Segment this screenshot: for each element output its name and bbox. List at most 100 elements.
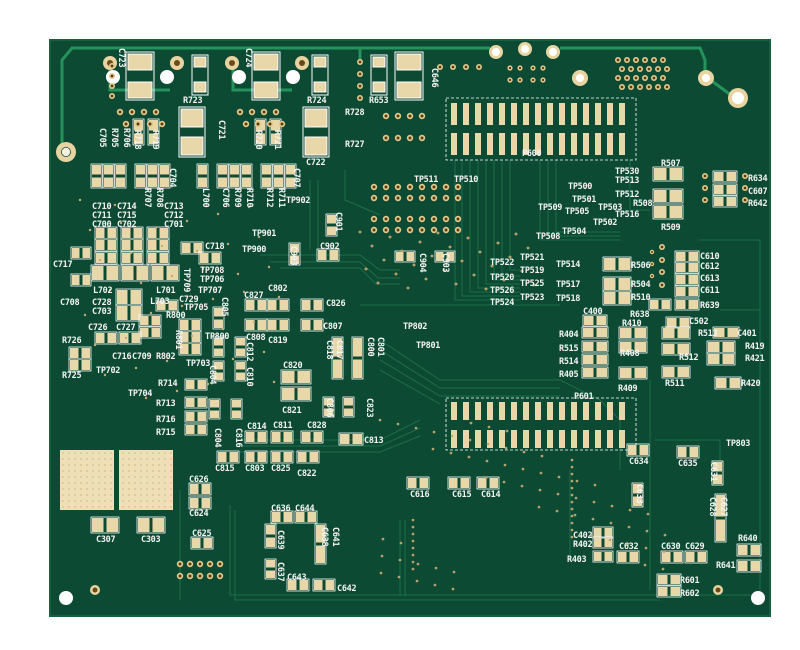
silkscreen-label: C811 (273, 421, 293, 431)
silkscreen-label: C705 (97, 128, 107, 148)
silkscreen-label: C826 (326, 299, 346, 309)
silkscreen-label: C713 (164, 202, 184, 212)
silkscreen-label: TP513 (615, 176, 640, 186)
silkscreen-label: TP801 (416, 341, 441, 351)
silkscreen-label: TP707 (198, 286, 223, 296)
silkscreen-label: C821 (282, 406, 302, 416)
silkscreen-label: L701 (156, 286, 176, 296)
silkscreen-label: R511 (665, 379, 685, 389)
silkscreen-label: C642 (337, 584, 357, 594)
silkscreen-label: C707 (291, 168, 301, 188)
silkscreen-label: TP704 (128, 389, 153, 399)
silkscreen-label: TP514 (556, 260, 581, 270)
silkscreen-label: C901 (333, 212, 343, 232)
silkscreen-label: C710 (92, 202, 112, 212)
silkscreen-label: R709 (232, 188, 242, 208)
silkscreen-label: C816 (233, 428, 243, 448)
silkscreen-label: C721 (216, 120, 226, 140)
silkscreen-label: C714 (117, 202, 137, 212)
silkscreen-label: C727 (116, 323, 136, 333)
silkscreen-label: C711 (92, 211, 112, 221)
silkscreen-label: R707 (142, 188, 152, 208)
silkscreen-label: C804 (212, 428, 222, 448)
silkscreen-label: R725 (62, 371, 82, 381)
silkscreen-label: TP702 (96, 366, 121, 376)
silkscreen-label: TP525 (520, 279, 545, 289)
silkscreen-label: TP705 (184, 303, 209, 313)
silkscreen-label: R641 (716, 561, 736, 571)
silkscreen-label: R409 (618, 384, 638, 394)
silkscreen-label: C502 (689, 317, 709, 327)
silkscreen-label: C628 (707, 497, 717, 517)
silkscreen-label: R653 (369, 96, 389, 106)
silkscreen-label: C723 (116, 48, 126, 68)
silkscreen-label: C635 (678, 459, 698, 469)
silkscreen-label: R513 (698, 329, 718, 339)
smd-pads (68, 103, 762, 598)
silkscreen-label: R801 (173, 330, 183, 350)
silkscreen-label: C632 (619, 542, 639, 552)
silkscreen-label: TP708 (200, 266, 225, 276)
silkscreen-label: TP526 (490, 286, 515, 296)
fine-traces (179, 160, 761, 601)
silkscreen-label: C819 (268, 336, 288, 346)
silkscreen-label: C904 (417, 253, 427, 273)
silkscreen-label: R510 (631, 293, 651, 303)
silkscreen-label: TP511 (414, 175, 439, 185)
connector-p601 (445, 397, 637, 451)
silkscreen-label: R601 (680, 576, 700, 586)
silkscreen-label: C807 (323, 322, 343, 332)
silkscreen-label: TP900 (242, 245, 267, 255)
silkscreen-label: C703 (92, 307, 112, 317)
silkscreen-label: C636 (271, 504, 291, 514)
silkscreen-label: TP800 (205, 332, 230, 342)
silkscreen-label: R721 (272, 130, 282, 150)
silkscreen-label: C827 (244, 291, 264, 301)
silkscreen-label: C631 (708, 462, 718, 482)
silkscreen-label: R515 (559, 344, 579, 354)
silkscreen-label: C611 (700, 286, 720, 296)
silkscreen-label: C402 (573, 531, 593, 541)
silkscreen-label: R710 (244, 188, 254, 208)
silkscreen-label: C812 (244, 342, 254, 362)
silkscreen-label: TP523 (520, 293, 545, 303)
silkscreen-label: C724 (243, 48, 253, 68)
silkscreen-label: L702 (93, 286, 113, 296)
silkscreen-label: R718 (132, 130, 142, 150)
silkscreen-label: TP504 (562, 227, 587, 237)
silkscreen-label: C817 (334, 340, 344, 360)
silkscreen-label: C828 (307, 421, 327, 431)
power-components (125, 51, 424, 158)
silkscreen-label: R506 (631, 261, 651, 271)
silkscreen-label: C307 (96, 535, 116, 545)
silkscreen-label: C802 (268, 284, 288, 294)
silkscreen-label: C641 (330, 527, 340, 547)
silkscreen-label: R713 (156, 399, 176, 409)
silkscreen-label: C644 (295, 504, 315, 514)
silkscreen-label: R720 (253, 130, 263, 150)
silkscreen-label: TP703 (186, 359, 211, 369)
silkscreen-label: C643 (287, 573, 307, 583)
silkscreen-label: R507 (661, 159, 681, 169)
silkscreen-label: C820 (283, 361, 303, 371)
silkscreen-label: C805 (219, 297, 229, 317)
silkscreen-label: R420 (741, 379, 761, 389)
silkscreen-label: C815 (215, 464, 235, 474)
silkscreen-label: R602 (680, 589, 700, 599)
silkscreen-label: C715 (117, 211, 137, 221)
silkscreen-label: C625 (192, 529, 212, 539)
silkscreen-label: TP502 (593, 218, 618, 228)
silkscreen-label: P601 (574, 392, 594, 402)
silkscreen-label: C638 (319, 527, 329, 547)
silkscreen-label: C722 (306, 158, 326, 168)
silkscreen-label: R705 (109, 128, 119, 148)
silkscreen-label: TP508 (536, 232, 561, 242)
silkscreen-label: C630 (661, 542, 681, 552)
silkscreen-label: C716 (112, 352, 132, 362)
silkscreen-label: C803 (245, 464, 265, 474)
silkscreen-label: C903 (440, 253, 450, 273)
silkscreen-label: TP524 (490, 298, 515, 308)
silkscreen-label: R724 (307, 96, 327, 106)
silkscreen-label: C813 (364, 436, 384, 446)
